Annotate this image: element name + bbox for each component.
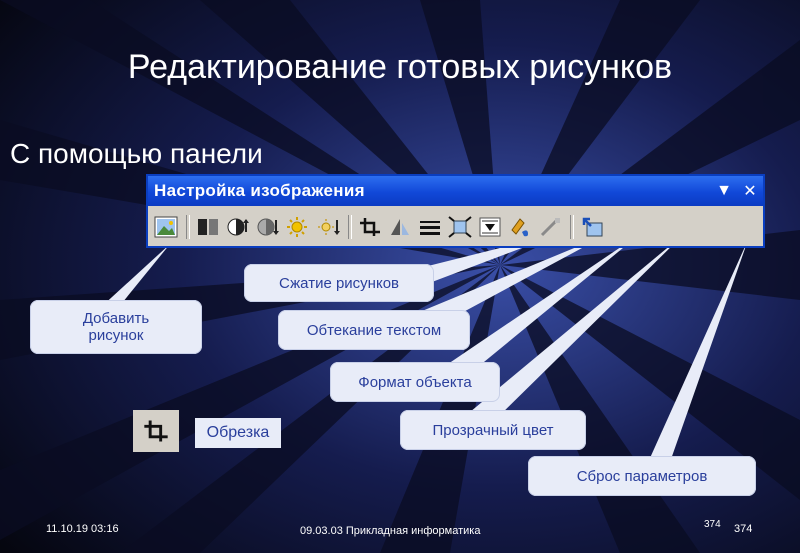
- less-brightness-icon: [318, 219, 340, 235]
- set-transparent-color-icon: [540, 218, 560, 237]
- reset-picture-button[interactable]: [578, 213, 606, 241]
- toolbar-menu-icon[interactable]: ▼: [716, 182, 732, 199]
- line-style-button[interactable]: [416, 213, 444, 241]
- text-wrapping-icon: [479, 217, 501, 237]
- insert-picture-icon: [154, 216, 178, 238]
- footer-course: 09.03.03 Прикладная информатика: [300, 525, 481, 537]
- format-picture-button[interactable]: [506, 213, 534, 241]
- callout-transparent: Прозрачный цвет: [400, 410, 586, 450]
- format-picture-icon: [511, 218, 528, 237]
- set-transparent-color-button[interactable]: [536, 213, 564, 241]
- rotate-left-button[interactable]: [386, 213, 414, 241]
- footer-page-small: 374: [704, 519, 721, 530]
- more-contrast-icon: [227, 218, 249, 236]
- callout-reset: Сброс параметров: [528, 456, 756, 496]
- callout-compress: Сжатие рисунков: [244, 264, 434, 302]
- callout-reset-text: Сброс параметров: [576, 467, 708, 485]
- callout-transparent-text: Прозрачный цвет: [432, 421, 554, 439]
- color-button[interactable]: [194, 213, 222, 241]
- crop-button[interactable]: [356, 213, 384, 241]
- crop-label: Обрезка: [195, 418, 281, 448]
- toolbar-separator: [570, 215, 574, 239]
- callout-format: Формат объекта: [330, 362, 500, 402]
- callout-add-picture: Добавить рисунок: [30, 300, 202, 354]
- toolbar-button-row: [152, 212, 759, 242]
- slide-title: Редактирование готовых рисунков: [127, 48, 673, 86]
- crop-icon: [360, 218, 380, 236]
- more-brightness-button[interactable]: [284, 213, 312, 241]
- color-icon: [198, 219, 218, 235]
- crop-example-button[interactable]: [133, 410, 179, 452]
- footer-page-number: 374: [734, 523, 753, 535]
- toolbar-separator: [186, 215, 190, 239]
- callout-wrapping-text: Обтекание текстом: [306, 321, 442, 339]
- more-brightness-icon: [287, 217, 307, 237]
- more-contrast-button[interactable]: [224, 213, 252, 241]
- callout-add-picture-text: Добавить рисунок: [82, 310, 150, 344]
- rotate-left-icon: [391, 219, 409, 235]
- reset-picture-icon: [582, 217, 603, 237]
- callout-wrapping: Обтекание текстом: [278, 310, 470, 350]
- callout-format-text: Формат объекта: [358, 373, 472, 391]
- close-icon[interactable]: ✕: [743, 183, 757, 200]
- toolbar-title: Настройка изображения: [154, 181, 365, 200]
- compress-pictures-icon: [448, 216, 472, 238]
- slide-subtitle: С помощью панели: [10, 138, 263, 169]
- crop-label-text: Обрезка: [206, 424, 270, 441]
- footer-date: 11.10.19 03:16: [46, 523, 119, 535]
- toolbar-titlebar[interactable]: Настройка изображения ▼ ✕: [148, 176, 763, 206]
- callout-compress-text: Сжатие рисунков: [278, 274, 399, 292]
- text-wrapping-button[interactable]: [476, 213, 504, 241]
- crop-icon: [144, 420, 168, 442]
- less-contrast-button[interactable]: [254, 213, 282, 241]
- compress-pictures-button[interactable]: [446, 213, 474, 241]
- less-brightness-button[interactable]: [314, 213, 342, 241]
- insert-picture-button[interactable]: [152, 213, 180, 241]
- less-contrast-icon: [257, 218, 279, 236]
- picture-toolbar: Настройка изображения ▼ ✕: [146, 174, 765, 248]
- line-style-icon: [420, 221, 440, 235]
- toolbar-separator: [348, 215, 352, 239]
